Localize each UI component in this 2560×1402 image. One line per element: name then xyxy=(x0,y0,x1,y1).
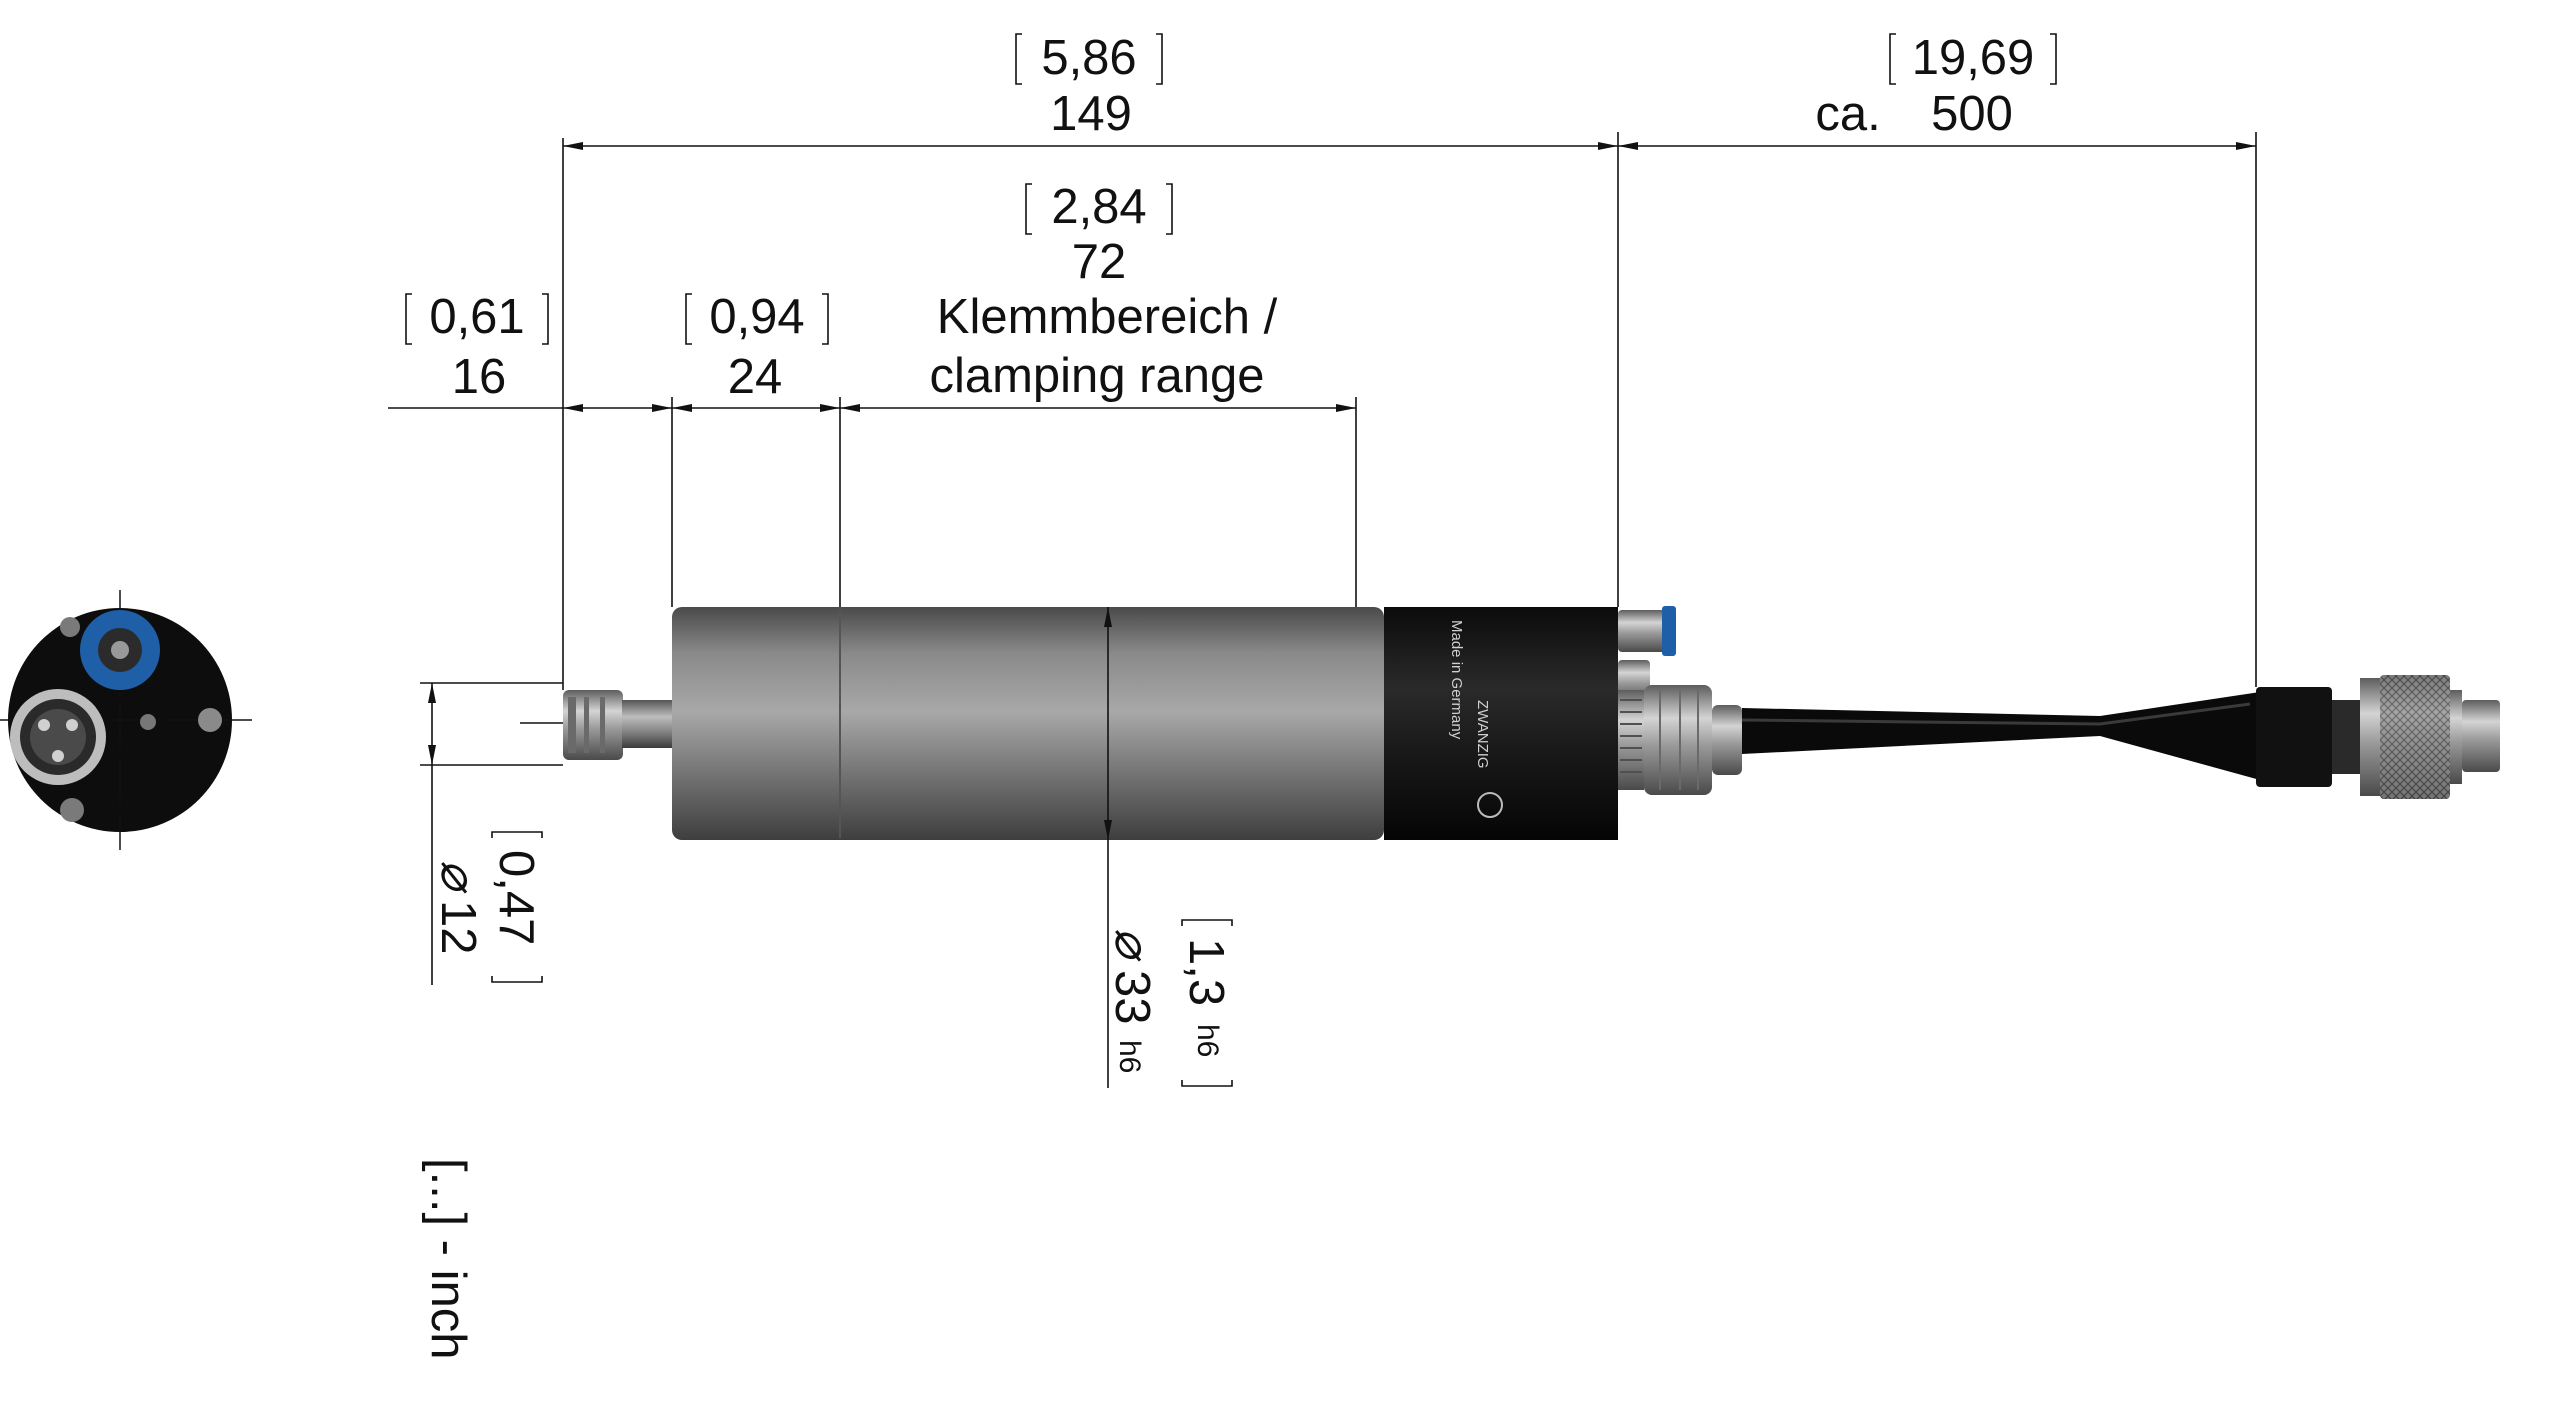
cable-length-mm: 500 xyxy=(1931,87,2013,141)
cable-length-prefix: ca. xyxy=(1815,87,1880,141)
total-length-mm: 149 xyxy=(1050,87,1132,141)
neck-length-mm: 24 xyxy=(728,350,783,404)
body-diameter-inch-tolerance: h6 xyxy=(1191,1024,1224,1057)
brand-logo-icon xyxy=(1477,792,1503,818)
end-view xyxy=(0,590,252,850)
shaft-length-inch: 0,61 xyxy=(429,290,524,344)
cable-length-inch: 19,69 xyxy=(1912,31,2035,85)
air-fitting-blue-ring xyxy=(1662,606,1676,656)
body-diameter-inch: 1,3 xyxy=(1179,938,1233,1006)
neck-length-inch: 0,94 xyxy=(709,290,804,344)
plug-tip xyxy=(2462,700,2500,772)
units-legend: [...] - inch xyxy=(421,1158,475,1360)
plug-ring xyxy=(2360,678,2380,796)
shaft-length-mm: 16 xyxy=(452,350,507,404)
cable xyxy=(1742,692,2260,780)
air-fitting xyxy=(1618,610,1670,652)
shaft-diameter-inch: 0,47 xyxy=(489,850,543,945)
collet xyxy=(563,690,623,760)
dimension-lines xyxy=(388,33,2257,1088)
cable-gland xyxy=(1644,685,1712,795)
cable-gland-thread xyxy=(1618,690,1644,790)
total-length-inch: 5,86 xyxy=(1041,31,1136,85)
body-diameter-mm: 33 xyxy=(1105,970,1159,1025)
clamping-range-mm: 72 xyxy=(1072,235,1127,289)
cap-origin-text: Made in Germany xyxy=(1448,620,1465,740)
shaft-diameter-mm: 12 xyxy=(431,900,485,955)
body-diameter-symbol-icon: ⌀ xyxy=(1105,928,1159,962)
clamping-range-label-en: clamping range xyxy=(929,349,1264,403)
cap-brand-text: ZWANZIG xyxy=(1474,700,1491,769)
spindle-neck xyxy=(622,700,672,748)
spindle-side-view: Made in Germany ZWANZIG xyxy=(520,606,2500,840)
spindle-body xyxy=(672,607,1384,840)
dimension-labels: 5,86 149 19,69 ca. 500 2,84 72 Klemmbere… xyxy=(421,31,2034,1360)
clamping-range-label-de: Klemmbereich / xyxy=(937,290,1278,344)
clamping-range-inch: 2,84 xyxy=(1051,180,1146,234)
diameter-symbol-icon: ⌀ xyxy=(431,860,485,894)
body-diameter-mm-tolerance: h6 xyxy=(1113,1040,1146,1073)
plug-housing xyxy=(2256,687,2332,787)
